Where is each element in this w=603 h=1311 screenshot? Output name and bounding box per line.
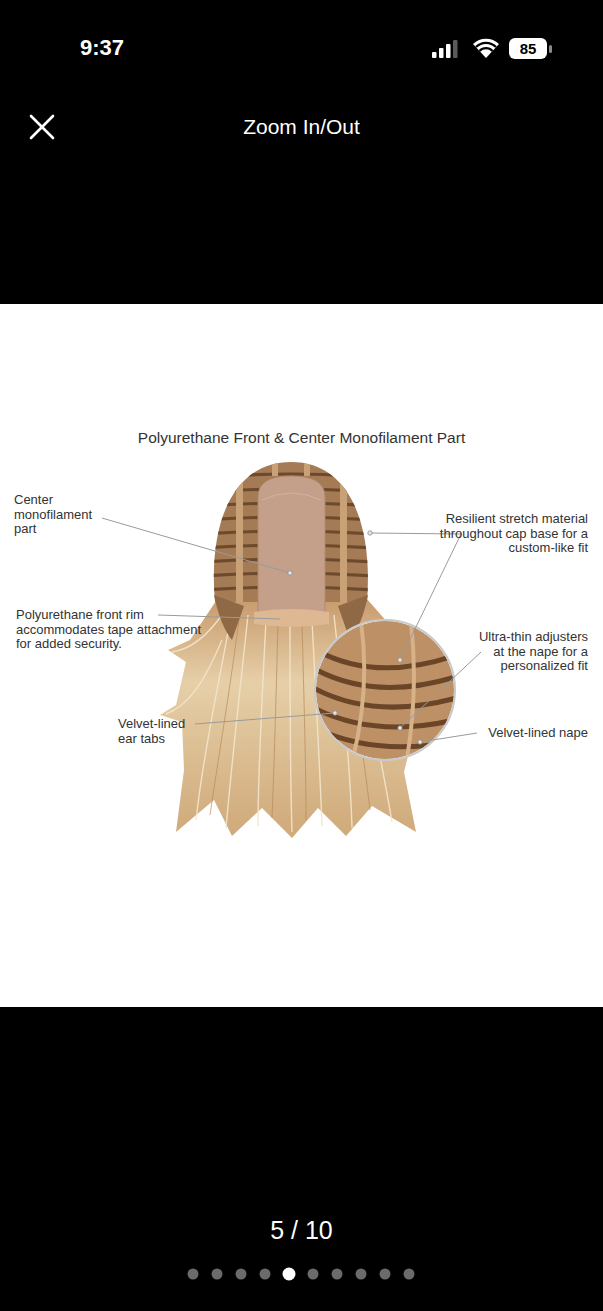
battery-tip [549,45,552,53]
signal-icon [432,40,458,58]
callout-label: Velvet-lined ear tabs [118,717,194,746]
page-counter: 5 / 10 [200,1215,403,1245]
battery-level: 85 [520,38,537,59]
callout-label: Polyurethane front rim accommodates tape… [16,608,202,652]
close-icon [31,116,53,138]
pagination-dots [188,1268,415,1281]
diagram-title: Polyurethane Front & Center Monofilament… [40,428,563,447]
callout-label: Velvet-lined nape [470,726,588,741]
callout-label: Resilient stretch material throughout ca… [436,512,588,556]
battery-indicator: 85 [509,38,547,59]
bottom-bar [0,1007,603,1311]
leader-dots [288,531,422,744]
wifi-icon [473,39,499,58]
status-time: 9:37 [80,34,160,62]
screen-header: Zoom In/Out [150,114,453,140]
top-bar [0,0,603,304]
wig-cap [205,462,375,640]
callout-label: Ultra-thin adjusters at the nape for a p… [470,630,588,674]
image-ground [0,304,603,1007]
callout-label: Center monofilament part [14,493,100,537]
magnified-nape-view [300,615,470,770]
